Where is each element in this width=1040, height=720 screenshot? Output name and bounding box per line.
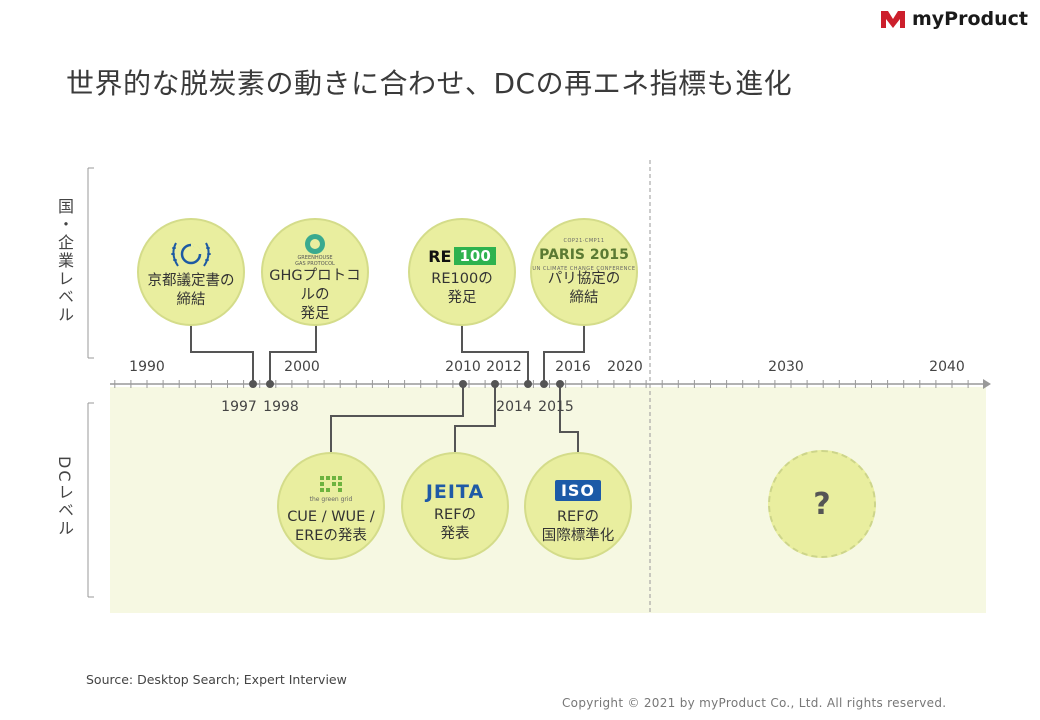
jeita-logo: JEITA	[425, 481, 485, 503]
event-caption: CUE / WUE / EREの発表	[287, 509, 375, 544]
brand-mark-icon	[880, 11, 905, 28]
event-kyoto-protocol: 京都議定書の 締結	[137, 218, 245, 326]
paris-logo-sub: UN CLIMATE CHANGE CONFERENCE	[532, 266, 636, 272]
brand-name: myProduct	[911, 8, 1028, 30]
event-caption: REFの 発表	[433, 507, 477, 542]
re100-logo-100: 100	[454, 247, 496, 265]
event-caption: RE100の 発足	[431, 271, 493, 306]
source-note: Source: Desktop Search; Expert Interview	[86, 672, 347, 687]
event-ghg-protocol: GREENHOUSE GAS PROTOCOL GHGプロトコルの 発足	[261, 218, 369, 326]
greenhouse-gas-protocol-icon: GREENHOUSE GAS PROTOCOL	[295, 232, 335, 267]
year-label: 2014	[496, 399, 532, 415]
iso-logo: ISO	[554, 472, 602, 508]
event-jeita: JEITA REFの 発表	[401, 452, 509, 560]
re100-logo-re: RE	[428, 246, 452, 266]
event-green-grid: the green grid CUE / WUE / EREの発表	[277, 452, 385, 560]
year-label: 2015	[538, 399, 574, 415]
year-label: 1990	[129, 359, 165, 375]
re100-logo: RE 100	[428, 242, 496, 270]
event-caption: パリ協定の 締結	[547, 271, 621, 306]
year-label: 2016	[555, 359, 591, 375]
year-label: 1998	[263, 399, 299, 415]
event-paris-agreement: COP21·CMP11 PARIS 2015 UN CLIMATE CHANGE…	[530, 218, 638, 326]
event-iso: ISO REFの 国際標準化	[524, 452, 632, 560]
copyright: Copyright © 2021 by myProduct Co., Ltd. …	[562, 696, 947, 710]
event-re100: RE 100 RE100の 発足	[408, 218, 516, 326]
iso-logo-text: ISO	[554, 479, 602, 501]
event-future: ?	[768, 450, 876, 558]
paris-2015-logo: COP21·CMP11 PARIS 2015 UN CLIMATE CHANGE…	[532, 238, 635, 272]
year-label: 2012	[486, 359, 522, 375]
year-label: 2030	[768, 359, 804, 375]
event-caption: 京都議定書の 締結	[147, 273, 235, 308]
event-caption: REFの 国際標準化	[541, 509, 615, 544]
year-label: 2010	[445, 359, 481, 375]
year-label: 2040	[929, 359, 965, 375]
year-label: 2020	[607, 359, 643, 375]
brand-logo: myProduct	[880, 8, 1028, 30]
year-label: 1997	[221, 399, 257, 415]
green-grid-logo: the green grid	[309, 468, 353, 508]
green-grid-logo-text: the green grid	[309, 495, 353, 503]
un-climate-laurel-icon	[168, 236, 214, 272]
page-title: 世界的な脱炭素の動きに合わせ、DCの再エネ指標も進化	[66, 67, 793, 100]
paris-logo-top: COP21·CMP11	[563, 238, 605, 244]
ghg-logo-text: GREENHOUSE GAS PROTOCOL	[295, 254, 335, 267]
paris-logo-main: PARIS 2015	[539, 247, 629, 263]
row-label-dc: DCレベル	[55, 456, 74, 538]
event-caption: GHGプロトコルの 発足	[269, 268, 361, 322]
year-label: 2000	[284, 359, 320, 375]
row-label-corporate: 国・企業レベル	[55, 198, 74, 324]
question-mark: ?	[813, 486, 831, 522]
